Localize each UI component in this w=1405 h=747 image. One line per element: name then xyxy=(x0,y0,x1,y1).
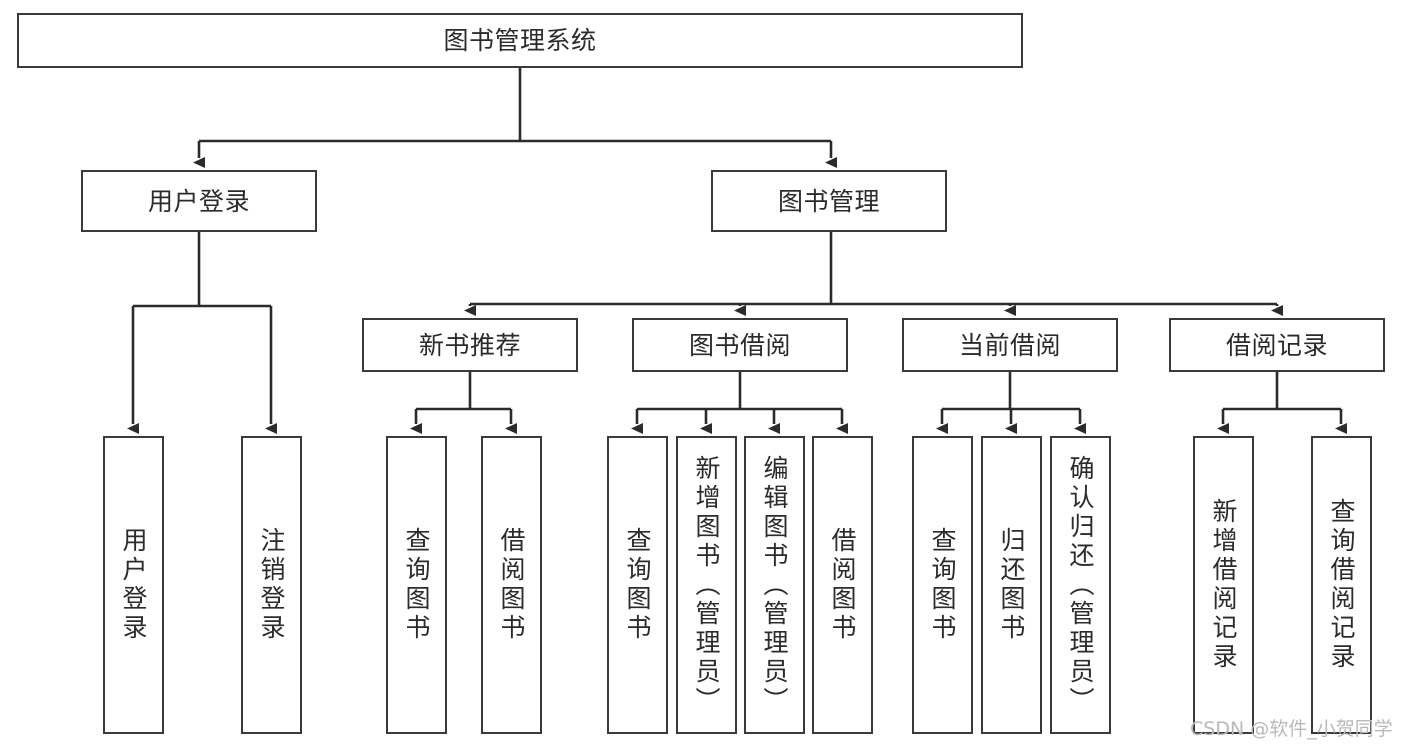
node-new-book-recommend-label: 新书推荐 xyxy=(418,330,521,360)
leaf-book-borrow-1-label: 新增图书（管理员） xyxy=(692,454,721,716)
leaf-user-login-0[interactable]: 用户登录 xyxy=(103,436,164,734)
leaf-book-borrow-2[interactable]: 编辑图书（管理员） xyxy=(744,436,805,734)
node-root-label: 图书管理系统 xyxy=(443,26,597,55)
leaf-book-borrow-1[interactable]: 新增图书（管理员） xyxy=(676,436,737,734)
node-book-borrow-label: 图书借阅 xyxy=(688,330,791,360)
leaf-book-borrow-3-label: 借阅图书 xyxy=(828,527,857,643)
leaf-user-login-1[interactable]: 注销登录 xyxy=(241,436,302,734)
node-book-borrow[interactable]: 图书借阅 xyxy=(632,318,848,372)
leaf-current-borrow-2[interactable]: 确认归还（管理员） xyxy=(1050,436,1111,734)
node-root[interactable]: 图书管理系统 xyxy=(17,13,1023,68)
leaf-book-borrow-3[interactable]: 借阅图书 xyxy=(812,436,873,734)
node-user-login-label: 用户登录 xyxy=(147,186,250,216)
leaf-book-borrow-0-label: 查询图书 xyxy=(623,527,652,643)
leaf-current-borrow-2-label: 确认归还（管理员） xyxy=(1066,454,1095,716)
leaf-new-book-1-label: 借阅图书 xyxy=(497,527,526,643)
node-new-book-recommend[interactable]: 新书推荐 xyxy=(362,318,578,372)
leaf-current-borrow-1[interactable]: 归还图书 xyxy=(981,436,1042,734)
node-current-borrow-label: 当前借阅 xyxy=(958,330,1061,360)
leaf-borrow-record-1[interactable]: 查询借阅记录 xyxy=(1311,436,1372,734)
leaf-borrow-record-0-label: 新增借阅记录 xyxy=(1209,498,1238,672)
leaf-book-borrow-0[interactable]: 查询图书 xyxy=(607,436,668,734)
leaf-new-book-0-label: 查询图书 xyxy=(402,527,431,643)
leaf-user-login-0-label: 用户登录 xyxy=(119,527,148,643)
leaf-user-login-1-label: 注销登录 xyxy=(257,527,286,643)
leaf-new-book-0[interactable]: 查询图书 xyxy=(386,436,447,734)
leaf-new-book-1[interactable]: 借阅图书 xyxy=(481,436,542,734)
csdn-watermark: CSDN @软件_小贺同学 xyxy=(1190,718,1393,740)
node-current-borrow[interactable]: 当前借阅 xyxy=(902,318,1118,372)
leaf-current-borrow-0-label: 查询图书 xyxy=(928,527,957,643)
node-borrow-record-label: 借阅记录 xyxy=(1225,330,1328,360)
leaf-current-borrow-1-label: 归还图书 xyxy=(997,527,1026,643)
node-borrow-record[interactable]: 借阅记录 xyxy=(1169,318,1385,372)
leaf-current-borrow-0[interactable]: 查询图书 xyxy=(912,436,973,734)
node-user-login[interactable]: 用户登录 xyxy=(81,170,317,232)
node-book-manage-label: 图书管理 xyxy=(777,186,880,216)
leaf-borrow-record-1-label: 查询借阅记录 xyxy=(1327,498,1356,672)
leaf-borrow-record-0[interactable]: 新增借阅记录 xyxy=(1193,436,1254,734)
leaf-book-borrow-2-label: 编辑图书（管理员） xyxy=(760,454,789,716)
node-book-manage[interactable]: 图书管理 xyxy=(711,170,947,232)
